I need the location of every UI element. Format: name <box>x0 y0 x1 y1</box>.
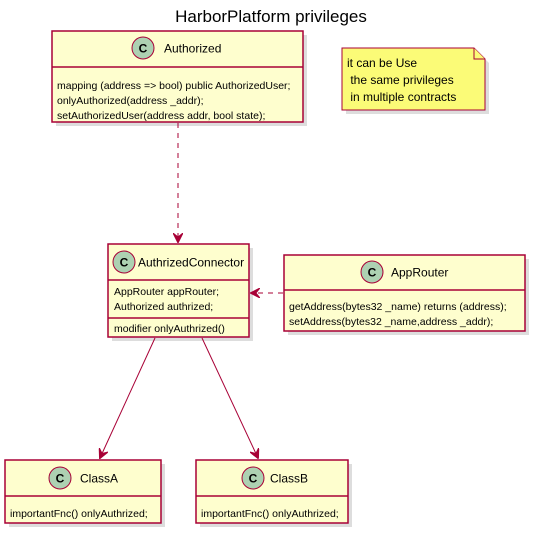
association-arrow-class-b <box>201 337 258 458</box>
class-name: ClassA <box>80 472 118 486</box>
note-line: it can be Use <box>347 56 417 70</box>
class-name: ClassB <box>270 472 308 486</box>
class-badge-icon: C <box>360 260 384 284</box>
class-name: AppRouter <box>391 266 448 280</box>
svg-text:C: C <box>139 42 148 56</box>
class-member: importantFnc() onlyAuthrized; <box>10 508 148 520</box>
class-member: setAuthorizedUser(address addr, bool sta… <box>57 110 265 122</box>
class-member: AppRouter appRouter; <box>114 286 219 298</box>
association-arrow-class-a <box>100 337 156 458</box>
class-class-a[interactable]: C ClassA importantFnc() onlyAuthrized; <box>4 459 165 527</box>
class-badge-icon: C <box>241 466 265 490</box>
class-authrized-connector[interactable]: C AuthrizedConnector AppRouter appRouter… <box>107 243 253 341</box>
class-member: getAddress(bytes32 _name) returns (addre… <box>289 301 507 313</box>
note-line: the same privileges <box>347 73 454 87</box>
class-member: setAddress(bytes32 _name,address _addr); <box>289 316 493 328</box>
class-name: AuthrizedConnector <box>138 256 244 270</box>
class-badge-icon: C <box>112 250 136 274</box>
class-class-b[interactable]: C ClassB importantFnc() onlyAuthrized; <box>195 459 352 527</box>
svg-text:C: C <box>368 266 377 280</box>
class-member: onlyAuthorized(address _addr); <box>57 95 204 107</box>
class-method: modifier onlyAuthrized() <box>114 323 225 335</box>
class-authorized[interactable]: C Authorized mapping (address => bool) p… <box>51 30 307 126</box>
class-member: mapping (address => bool) public Authori… <box>57 80 290 92</box>
note: it can be Use the same privileges in mul… <box>341 47 489 114</box>
note-line: in multiple contracts <box>347 90 456 104</box>
svg-text:C: C <box>249 472 258 486</box>
svg-text:C: C <box>120 256 129 270</box>
class-member: Authorized authrized; <box>114 301 213 313</box>
class-badge-icon: C <box>131 36 155 60</box>
class-app-router[interactable]: C AppRouter getAddress(bytes32 _name) re… <box>283 254 529 335</box>
class-name: Authorized <box>164 42 221 56</box>
diagram-title: HarborPlatform privileges <box>175 7 367 26</box>
svg-text:C: C <box>56 472 65 486</box>
class-member: importantFnc() onlyAuthrized; <box>201 508 339 520</box>
class-badge-icon: C <box>48 466 72 490</box>
